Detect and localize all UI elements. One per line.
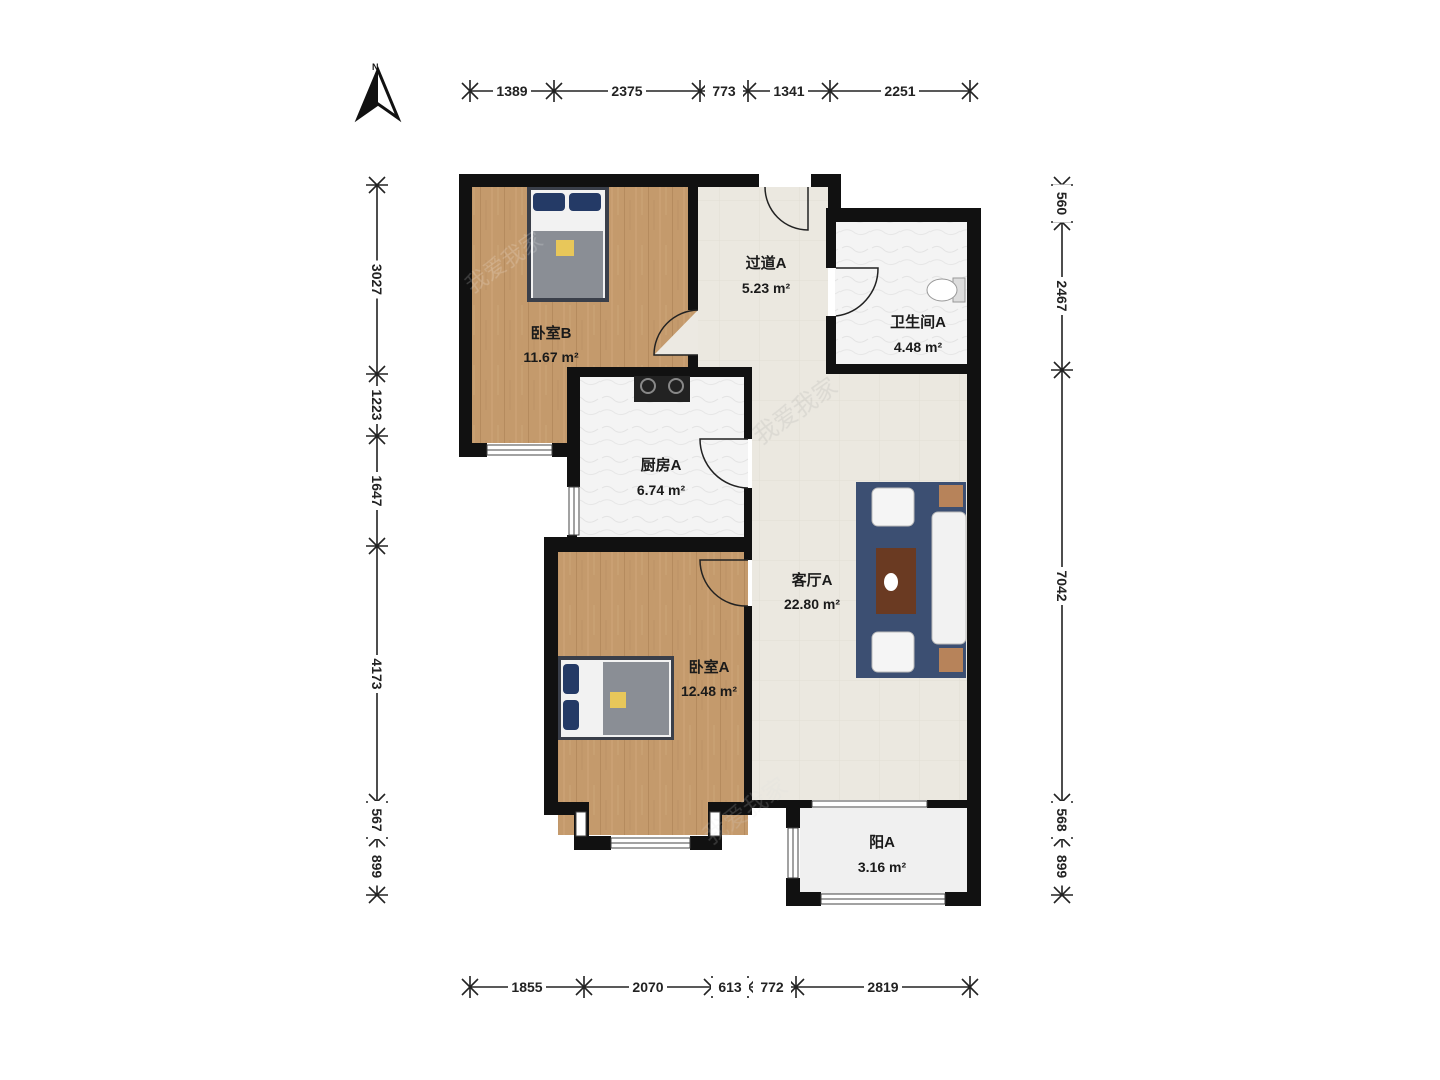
room-name: 卧室B [531, 324, 572, 342]
dimension-label-bg [705, 82, 743, 100]
dimension-label-bg [368, 801, 386, 839]
dimension-label: 4173 [369, 658, 385, 689]
dimension-label: 1389 [496, 83, 527, 99]
dimension-label: 1647 [369, 475, 385, 506]
dimension-label-bg [1053, 184, 1071, 223]
dimension-tick [368, 427, 386, 445]
room-area: 3.16 m² [858, 859, 907, 875]
room-area: 5.23 m² [742, 280, 791, 296]
dimension-bottom: 1855 2070 613 772 2819 [461, 976, 979, 998]
dimension-label: 773 [712, 83, 736, 99]
dimension-label: 3027 [369, 264, 385, 295]
room-area: 22.80 m² [784, 596, 840, 612]
room-label-bathroom-a: 卫生间A 4.48 m² [890, 313, 946, 355]
toilet-icon [926, 277, 966, 303]
dimension-label: 899 [1054, 855, 1070, 879]
dimension-label: 2070 [632, 979, 663, 995]
room-name: 卧室A [689, 658, 730, 676]
dimension-tick [575, 978, 593, 996]
dimension-tick [545, 82, 563, 100]
dimension-label-bg [493, 82, 531, 100]
dimension-label: 613 [718, 979, 742, 995]
stove-icon [634, 376, 690, 402]
dimension-tick [961, 978, 979, 996]
dimension-label: 7042 [1054, 570, 1070, 601]
north-label: N [372, 62, 379, 72]
dimension-label-bg [629, 978, 667, 996]
room-label-balcony-a: 阳A 3.16 m² [858, 834, 907, 875]
dimension-label: 567 [369, 808, 385, 832]
dimension-label: 560 [1054, 192, 1070, 216]
dimension-label: 2375 [611, 83, 642, 99]
dimension-label: 568 [1054, 808, 1070, 832]
dimension-label-bg [881, 82, 919, 100]
dimension-label: 2819 [867, 979, 898, 995]
room-label-bedroom-a: 卧室A 12.48 m² [681, 658, 737, 699]
dimension-label-bg [770, 82, 808, 100]
bed-icon [527, 187, 609, 302]
north-arrow-icon: N [354, 62, 402, 123]
dimension-label-bg [864, 978, 902, 996]
dimension-label-bg [608, 82, 646, 100]
dimension-label-bg [368, 386, 386, 424]
windows [486, 444, 946, 905]
dimension-tick [461, 978, 479, 996]
dimension-label-bg [508, 978, 546, 996]
dimension-tick [368, 176, 386, 194]
room-label-bedroom-b: 卧室B 11.67 m² [523, 324, 579, 365]
room-name: 厨房A [641, 456, 682, 474]
room-label-living-a: 客厅A 22.80 m² [784, 571, 840, 612]
dimension-label-bg [1053, 801, 1071, 839]
dimension-tick [961, 82, 979, 100]
room-label-kitchen-a: 厨房A 6.74 m² [637, 456, 686, 498]
dimension-label: 2251 [884, 83, 915, 99]
floor-kitchen-a [580, 374, 748, 544]
dimension-top: 1389 2375 773 1341 2251 [461, 80, 979, 102]
dimension-tick [368, 537, 386, 555]
dimension-left: 3027 1223 1647 4173 567 899 [366, 176, 388, 904]
floor-balcony-a [800, 808, 967, 894]
dimension-label-bg [368, 472, 386, 510]
dimension-label-bg [753, 978, 791, 996]
dimension-label-bg [1053, 277, 1071, 315]
floor-hallway-a [698, 187, 828, 367]
room-name: 过道A [746, 254, 787, 272]
dimension-label-bg [1053, 567, 1071, 605]
dimension-label: 1223 [369, 389, 385, 420]
doors [653, 186, 879, 607]
dimension-tick [1053, 886, 1071, 904]
dimension-label: 2467 [1054, 280, 1070, 311]
dimension-label: 772 [760, 979, 784, 995]
room-label-hallway-a: 过道A 5.23 m² [742, 254, 791, 296]
room-name: 卫生间A [890, 313, 946, 331]
bed-icon [558, 656, 674, 740]
dimension-label-bg [368, 847, 386, 886]
dimension-tick [368, 886, 386, 904]
room-name: 客厅A [791, 571, 833, 589]
dimension-label: 1855 [511, 979, 542, 995]
dimension-label-bg [711, 978, 749, 996]
room-name: 阳A [869, 834, 895, 851]
dimension-label: 899 [369, 855, 385, 879]
living-room-furniture [856, 482, 967, 678]
room-area: 4.48 m² [894, 339, 943, 355]
room-area: 6.74 m² [637, 482, 686, 498]
dimension-label-bg [368, 655, 386, 693]
room-area: 11.67 m² [523, 349, 579, 365]
dimension-tick [461, 82, 479, 100]
dimension-right: 560 2467 7042 568 899 [1051, 176, 1073, 904]
dimension-label-bg [1053, 847, 1071, 886]
dimension-label-bg [368, 260, 386, 299]
dimension-tick [821, 82, 839, 100]
dimension-tick [368, 365, 386, 383]
dimension-label: 1341 [773, 83, 804, 99]
room-area: 12.48 m² [681, 683, 737, 699]
dimension-tick [1053, 361, 1071, 379]
